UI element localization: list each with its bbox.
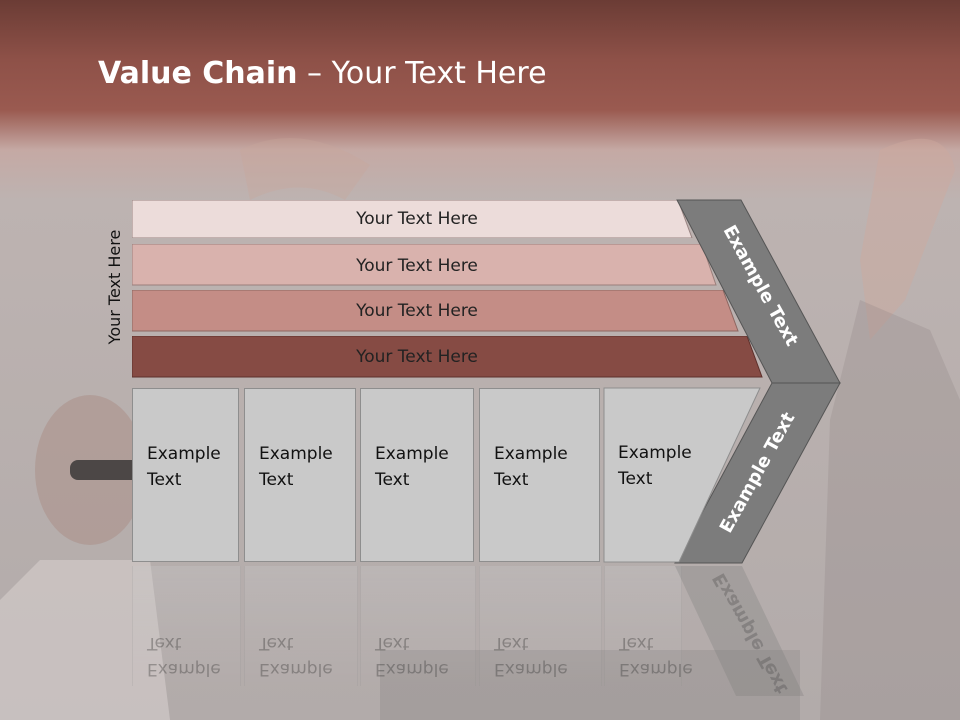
card-4-reflection-text: Example Text <box>494 633 568 679</box>
chevron <box>674 199 841 564</box>
card-4-text: Example Text <box>494 444 568 490</box>
card-5-shape <box>603 387 761 563</box>
bar-2-label: Your Text Here <box>356 256 478 276</box>
chevron-reflection <box>675 566 804 696</box>
card-5-text: Example Text <box>618 443 692 489</box>
card-1-reflection-text: Example Text <box>147 633 221 679</box>
bar-4-shape <box>132 336 763 378</box>
card-2: Example Text <box>244 388 356 562</box>
card-3-reflection-text: Example Text <box>375 633 449 679</box>
card-4: Example Text <box>479 388 600 562</box>
card-3-reflection: Example Text <box>360 566 476 686</box>
card-1: Example Text <box>132 388 239 562</box>
bar-1-shape <box>132 200 693 238</box>
bar-2-shape <box>132 244 717 286</box>
card-2-text: Example Text <box>259 444 333 490</box>
bar-3-label: Your Text Here <box>356 301 478 321</box>
card-4-reflection: Example Text <box>479 566 602 686</box>
card-2-reflection-text: Example Text <box>259 633 333 679</box>
chevron-lower <box>674 382 841 564</box>
card-5 <box>603 387 761 563</box>
card-5-reflection: Example Text <box>604 566 693 686</box>
title-bold: Value Chain <box>98 56 298 91</box>
side-label: Your Text Here <box>105 229 124 345</box>
card-1-reflection: Example Text <box>132 566 241 686</box>
slide-title: Value Chain – Your Text Here <box>98 56 547 91</box>
title-rest: – Your Text Here <box>297 56 547 91</box>
card-3-text: Example Text <box>375 444 449 490</box>
bar-4-label: Your Text Here <box>356 347 478 367</box>
card-2-reflection: Example Text <box>244 566 358 686</box>
card-3: Example Text <box>360 388 474 562</box>
bar-3-shape <box>132 290 739 332</box>
bar-1-label: Your Text Here <box>356 209 478 229</box>
card-1-text: Example Text <box>147 444 221 490</box>
